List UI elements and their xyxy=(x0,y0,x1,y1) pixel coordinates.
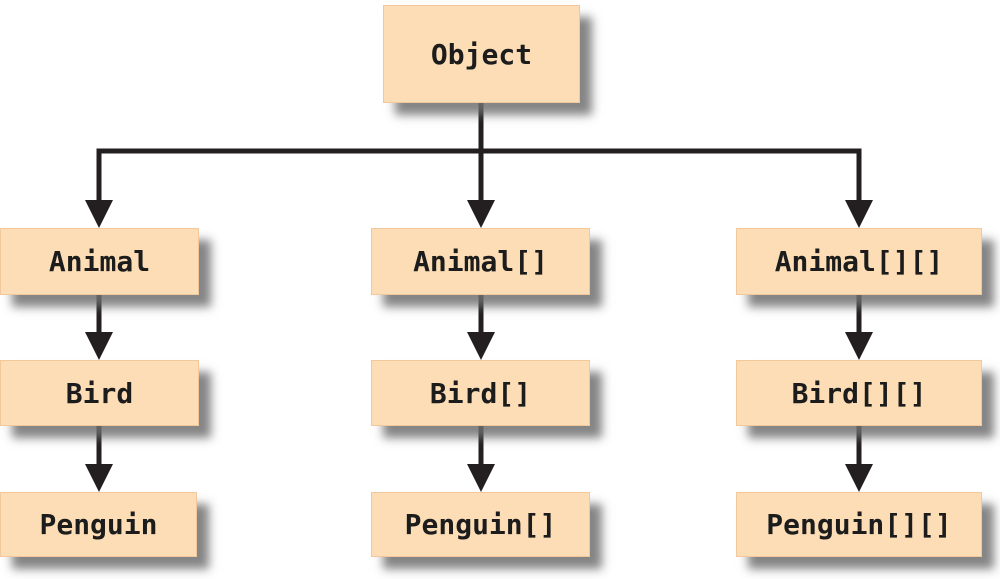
node-animal-array: Animal[] xyxy=(371,228,590,295)
node-penguin: Penguin xyxy=(0,492,197,557)
node-animal: Animal xyxy=(0,228,199,295)
connector-to-animal xyxy=(85,148,113,228)
connector-animal-bird xyxy=(85,295,113,360)
connector-bird-penguin xyxy=(85,426,113,492)
connector-animal-array2-bird-array2 xyxy=(845,295,873,360)
node-animal-array2: Animal[][] xyxy=(736,228,982,295)
node-bird: Bird xyxy=(0,360,199,426)
connector-object-trunk xyxy=(467,103,495,228)
connector-bird-array2-penguin-array2 xyxy=(845,426,873,492)
node-object: Object xyxy=(383,5,580,103)
node-penguin-array: Penguin[] xyxy=(371,492,590,557)
connector-to-animal-array2 xyxy=(845,148,873,228)
connector-bird-array-penguin-array xyxy=(467,426,495,492)
connector-animal-array-bird-array xyxy=(467,295,495,360)
node-bird-array: Bird[] xyxy=(371,360,590,426)
node-penguin-array2: Penguin[][] xyxy=(736,492,982,557)
node-bird-array2: Bird[][] xyxy=(736,360,982,426)
